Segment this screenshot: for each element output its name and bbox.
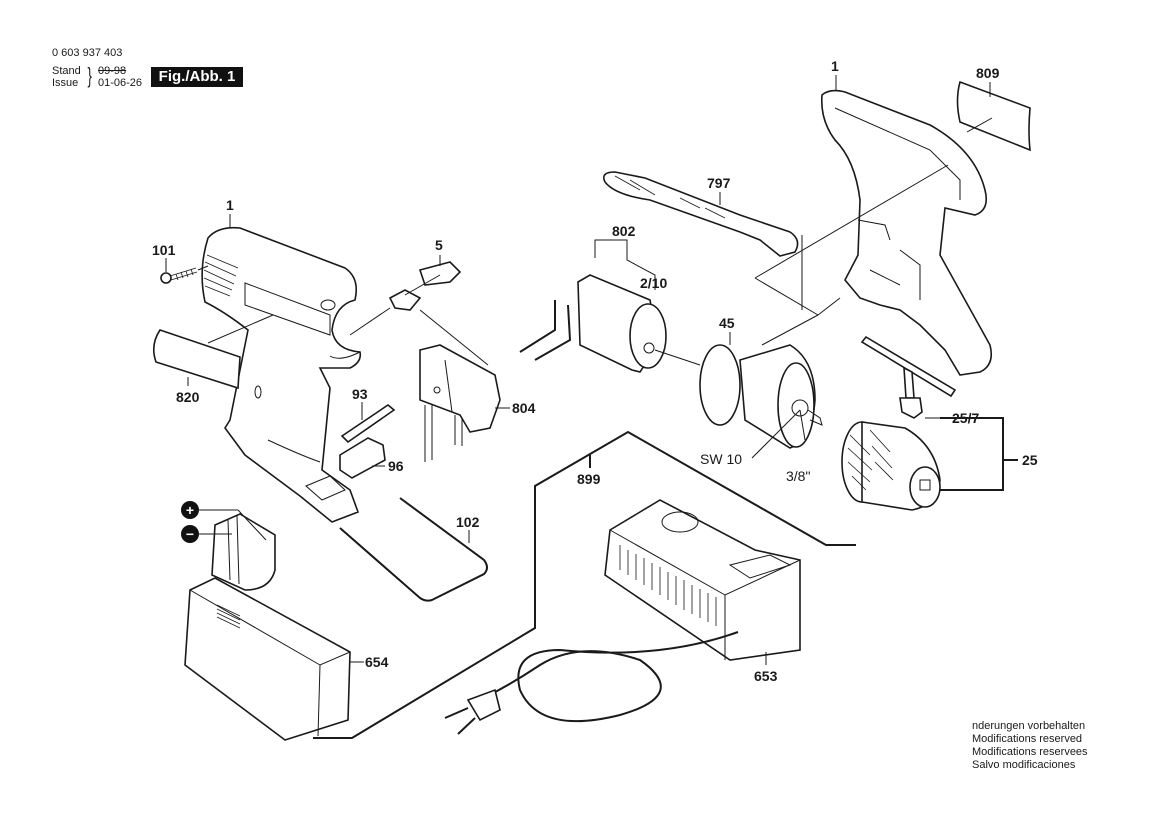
callout-belt-clip: 797 — [707, 175, 731, 191]
note-german: nderungen vorbehalten — [972, 720, 1086, 732]
plus-terminal-icon: + — [186, 502, 194, 518]
issue-value: 01-06-26 — [98, 77, 143, 89]
minus-terminal-icon: − — [186, 526, 194, 542]
callout-wrench-size: SW 10 — [700, 451, 742, 467]
housing-left-part — [201, 214, 362, 523]
callout-wire-clip: 102 — [456, 514, 480, 530]
callout-label-right: 809 — [976, 65, 1000, 81]
power-cord-part — [444, 631, 739, 735]
gearbox-part — [699, 332, 823, 459]
callout-screwdriver-bit: 93 — [352, 386, 368, 402]
label-plate-part — [152, 314, 274, 390]
callout-charger-set: 899 — [577, 471, 601, 487]
stand-label: Stand — [52, 65, 81, 77]
callout-pinion: 2/10 — [640, 275, 667, 291]
stand-value: 09-98 — [98, 65, 127, 77]
callout-screw: 101 — [152, 242, 176, 258]
callout-switch: 804 — [512, 400, 536, 416]
note-spanish: Salvo modificaciones — [972, 759, 1076, 771]
callout-battery: 654 — [365, 654, 389, 670]
plus-terminal-badge: + — [181, 501, 267, 541]
figure-label: Fig./Abb. 1 — [151, 67, 243, 87]
belt-clip-part — [602, 171, 799, 257]
switch-part — [419, 344, 510, 462]
note-english: Modifications reserved — [972, 733, 1083, 745]
callout-switch-slide: 5 — [435, 237, 443, 253]
callout-chuck: 25 — [1022, 452, 1038, 468]
switch-slide-part — [349, 255, 489, 366]
charger-set-bracket — [313, 430, 856, 739]
screw-part — [160, 258, 209, 284]
chuck-part — [841, 417, 1018, 511]
callout-gearbox: 45 — [719, 315, 735, 331]
callout-charger: 653 — [754, 668, 778, 684]
callout-label-plate: 820 — [176, 389, 200, 405]
brace-symbol: } — [87, 63, 92, 88]
part-number: 0 603 937 403 — [52, 47, 123, 59]
chuck-key-part — [860, 335, 957, 419]
callout-bit-holder: 96 — [388, 458, 404, 474]
callout-motor-assembly: 802 — [612, 223, 636, 239]
motor-assembly-part — [519, 239, 701, 373]
label-right-part — [956, 80, 1031, 152]
modifications-notes: nderungen vorbehalten Modifications rese… — [972, 720, 1088, 772]
issue-label: Issue — [52, 77, 79, 89]
battery-part — [184, 513, 364, 741]
callout-spindle-thread: 3/8" — [786, 468, 810, 484]
callout-housing-left: 1 — [226, 197, 234, 213]
assembly-guide-lines — [754, 164, 949, 346]
minus-terminal-badge: − — [181, 525, 232, 543]
screwdriver-bit-part — [340, 402, 396, 444]
wire-clip-part — [339, 497, 488, 602]
housing-right-part — [820, 75, 993, 376]
note-french: Modifications reservees — [972, 746, 1088, 758]
callout-housing-right: 1 — [831, 58, 839, 74]
charger-part — [604, 499, 801, 665]
bit-holder-part — [339, 437, 386, 479]
